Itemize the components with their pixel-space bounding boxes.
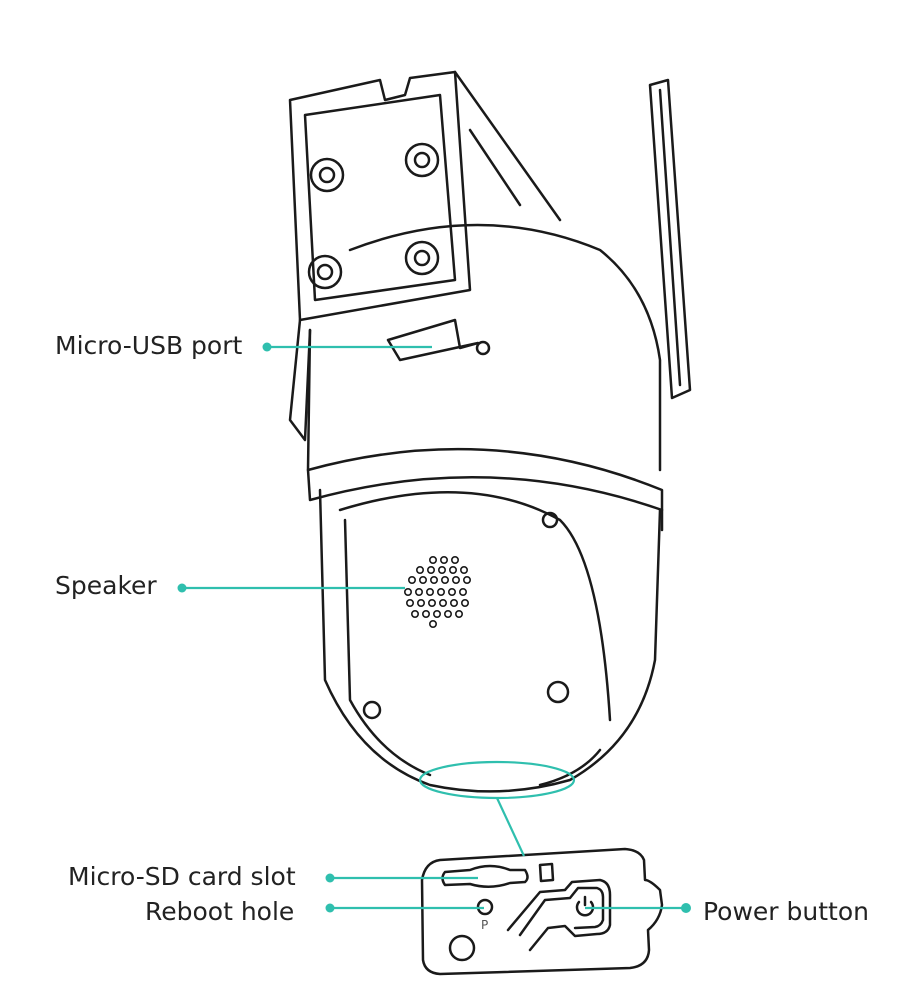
bottom-panel	[420, 847, 664, 976]
speaker-hole	[427, 598, 436, 607]
speaker-hole	[458, 587, 467, 596]
speaker-hole	[403, 587, 412, 596]
speaker-grille	[403, 555, 471, 628]
speaker-hole	[440, 575, 449, 584]
speaker-hole	[454, 609, 463, 618]
speaker-hole	[414, 587, 423, 596]
speaker-hole	[462, 575, 471, 584]
label-power-button: Power button	[703, 897, 869, 926]
speaker-hole	[425, 587, 434, 596]
speaker-hole	[437, 565, 446, 574]
antenna	[648, 78, 692, 400]
label-reboot-hole: Reboot hole	[145, 897, 295, 926]
speaker-hole	[426, 565, 435, 574]
speaker-hole	[449, 598, 458, 607]
speaker-hole	[416, 598, 425, 607]
camera-body	[306, 223, 664, 793]
speaker-hole	[443, 609, 452, 618]
speaker-hole	[436, 587, 445, 596]
speaker-hole	[460, 598, 469, 607]
speaker-hole	[450, 555, 459, 564]
speaker-hole	[439, 555, 448, 564]
reboot-mark: P	[481, 918, 488, 932]
speaker-hole	[428, 555, 437, 564]
speaker-hole	[447, 587, 456, 596]
speaker-hole	[421, 609, 430, 618]
speaker-hole	[415, 565, 424, 574]
speaker-hole	[451, 575, 460, 584]
speaker-hole	[428, 619, 437, 628]
speaker-hole	[405, 598, 414, 607]
label-speaker: Speaker	[55, 571, 157, 600]
speaker-hole	[438, 598, 447, 607]
speaker-hole	[407, 575, 416, 584]
speaker-hole	[410, 609, 419, 618]
label-micro-usb-port: Micro-USB port	[55, 331, 243, 360]
speaker-hole	[429, 575, 438, 584]
speaker-hole	[432, 609, 441, 618]
callouts	[177, 342, 691, 913]
label-micro-sd-card-slot: Micro-SD card slot	[68, 862, 296, 891]
speaker-hole	[448, 565, 457, 574]
speaker-hole	[418, 575, 427, 584]
mount-bracket	[288, 70, 562, 442]
speaker-hole	[459, 565, 468, 574]
